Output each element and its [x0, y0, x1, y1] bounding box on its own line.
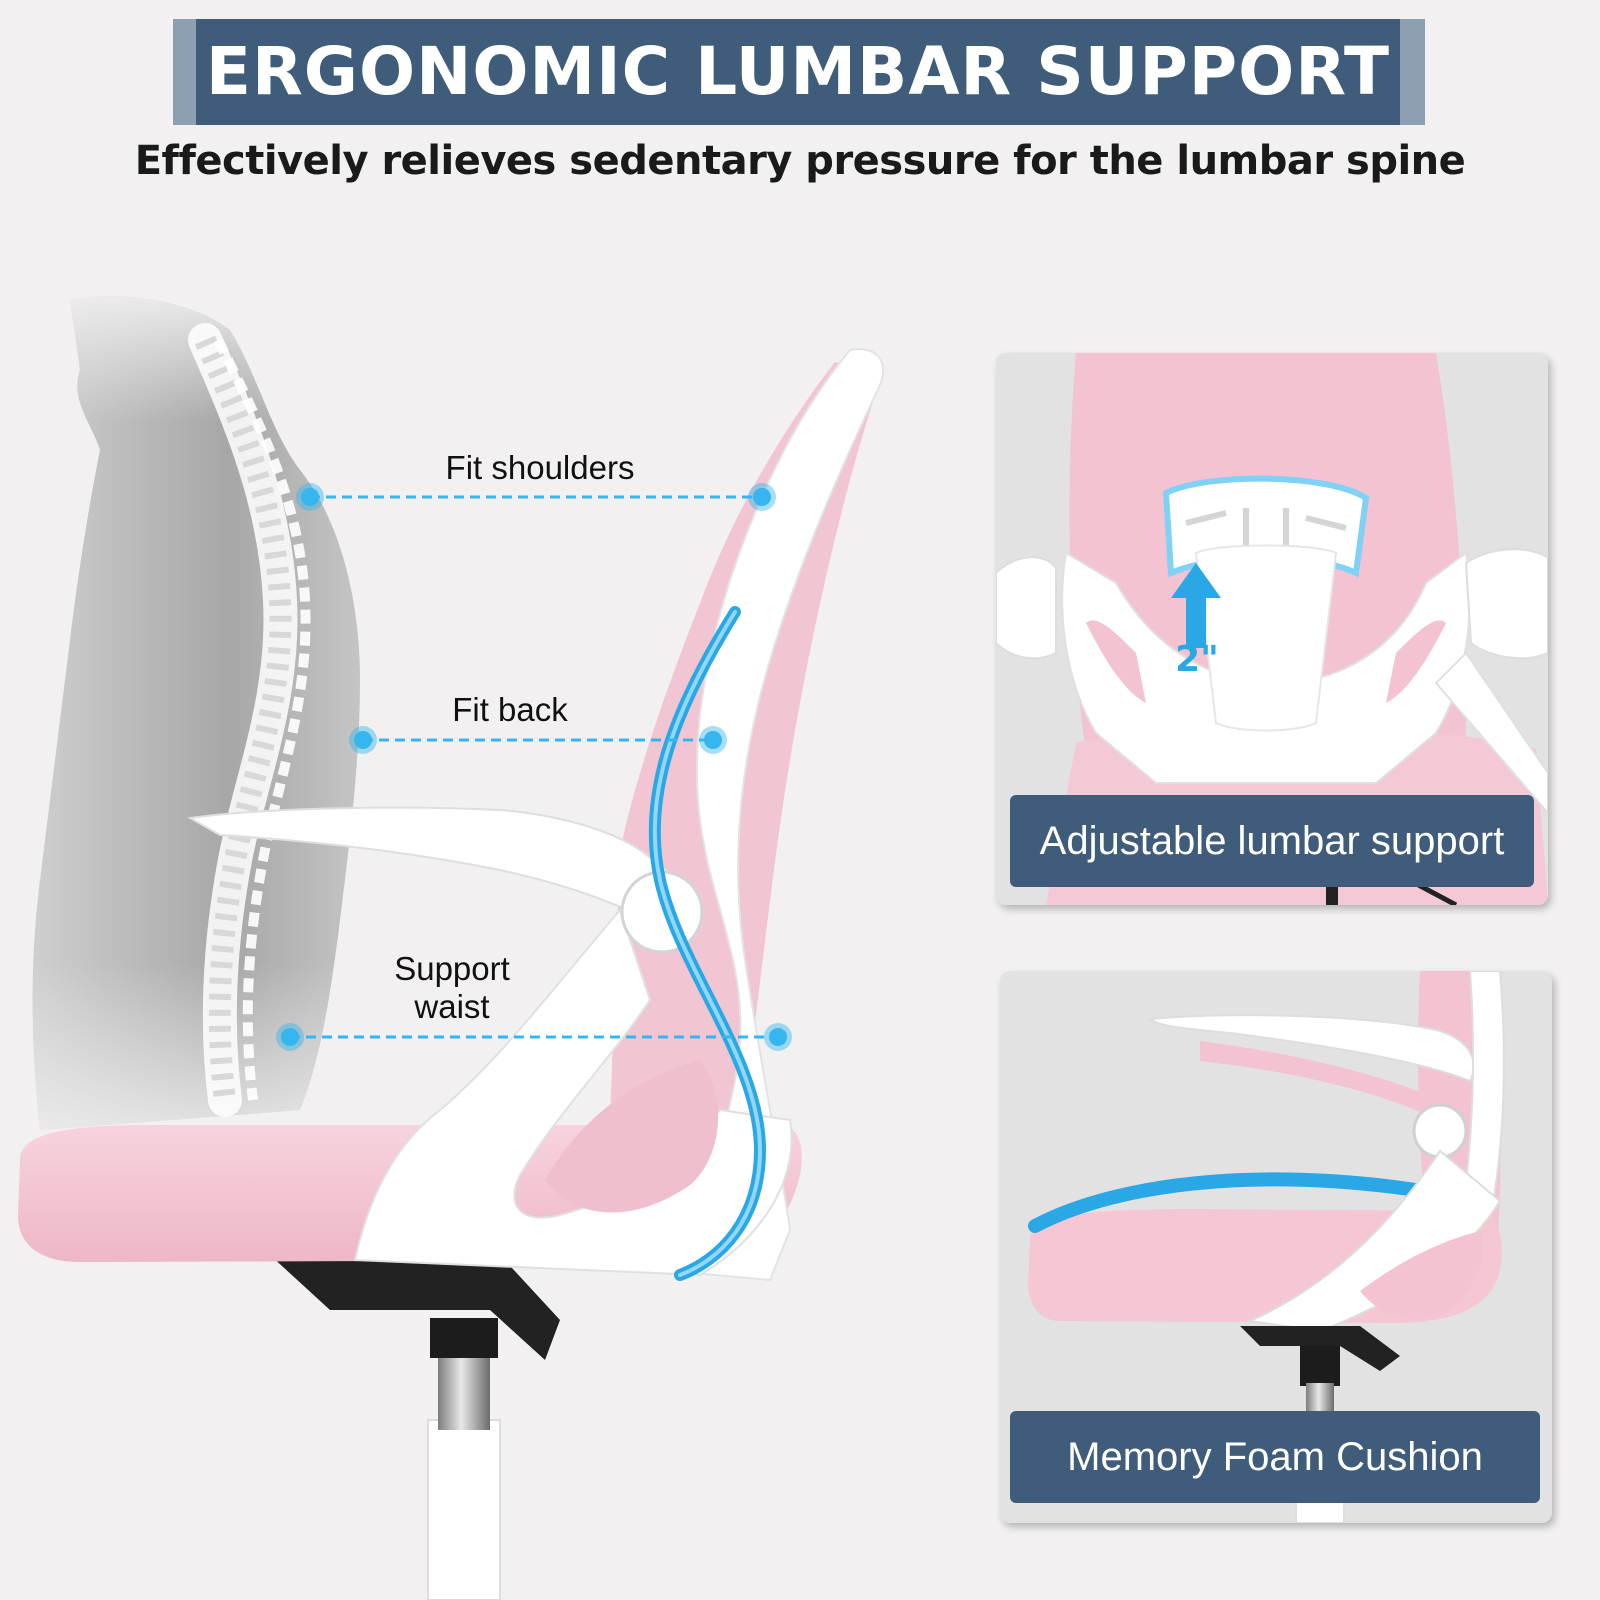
callout-shoulders-line: [296, 483, 776, 511]
callout-waist-label-line2: waist: [414, 988, 490, 1025]
lumbar-support-panel: 2" Adjustable lumbar support: [996, 353, 1548, 905]
callout-waist-line: [276, 1023, 792, 1051]
tilt-mechanism: [270, 1255, 560, 1360]
callout-waist-label-line1: Support: [394, 950, 510, 987]
memory-foam-caption: Memory Foam Cushion: [1010, 1411, 1540, 1503]
lumbar-support-caption: Adjustable lumbar support: [1010, 795, 1534, 887]
callout-shoulders-label: Fit shoulders: [445, 449, 635, 486]
torso-silhouette: [32, 296, 360, 1130]
memory-foam-illustration: [1028, 971, 1505, 1523]
cylinder-collar: [430, 1318, 498, 1358]
spine-illustration: [188, 323, 311, 1117]
page-title: ERGONOMIC LUMBAR SUPPORT: [205, 33, 1391, 110]
title-banner: ERGONOMIC LUMBAR SUPPORT: [173, 19, 1425, 125]
arrow-up-icon: [1171, 563, 1221, 648]
callout-back-label: Fit back: [452, 691, 568, 728]
gas-lift-cylinder: [438, 1350, 490, 1430]
memory-foam-panel: Memory Foam Cushion: [1000, 971, 1552, 1523]
page-subtitle: Effectively relieves sedentary pressure …: [134, 138, 1466, 184]
callout-back-line: [349, 726, 727, 754]
title-banner-inner: ERGONOMIC LUMBAR SUPPORT: [196, 19, 1400, 125]
support-curve-highlight: [652, 610, 763, 1277]
gas-lift-cover: [427, 1419, 501, 1600]
lumbar-height-label: 2": [1175, 639, 1219, 680]
seat-frame-window: [545, 1060, 719, 1213]
